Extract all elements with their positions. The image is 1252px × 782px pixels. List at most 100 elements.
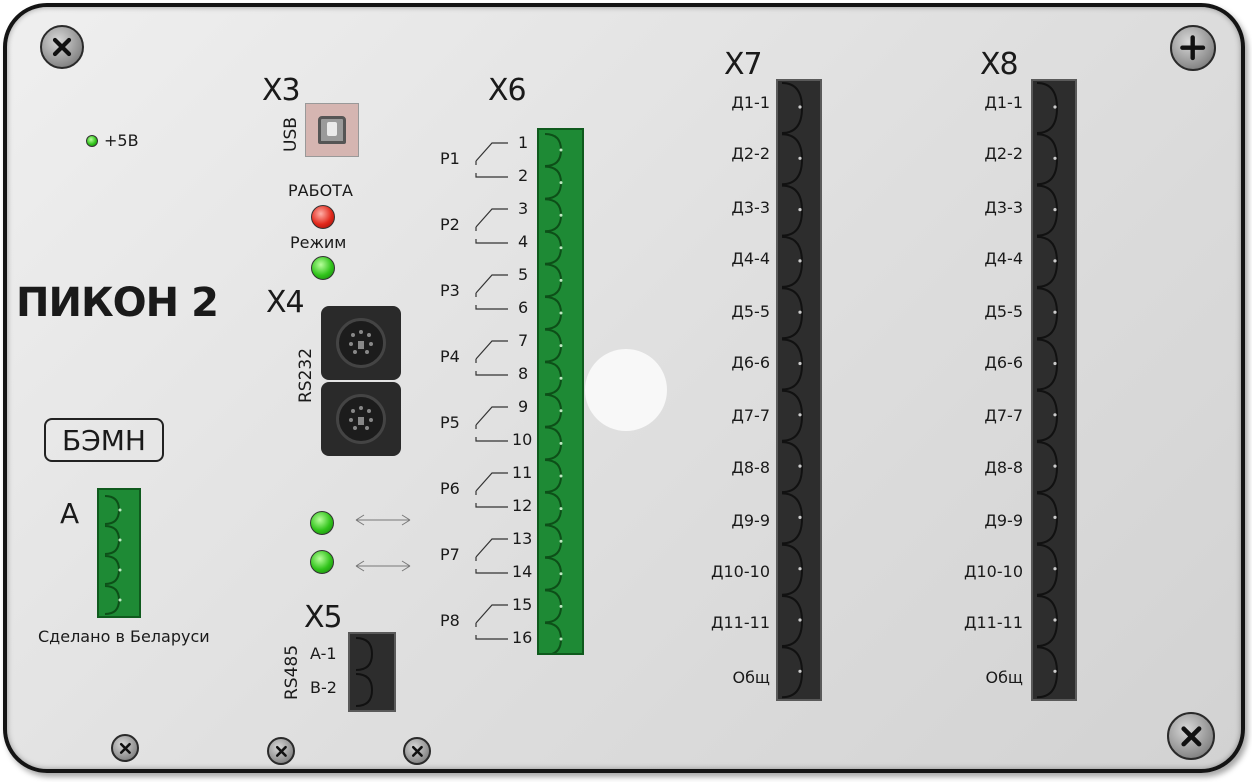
terminal-screw [559, 376, 563, 380]
relay-contact-icon [475, 604, 508, 640]
terminal-screw [559, 213, 563, 217]
terminal-screw [798, 156, 802, 160]
terminal-screw [1053, 413, 1057, 417]
terminal-slot [544, 524, 563, 559]
input-label: Д11-11 [711, 613, 770, 632]
rs232-port-1[interactable] [321, 306, 401, 380]
input-label: Д3-3 [984, 198, 1023, 217]
terminal-screw [1053, 567, 1057, 571]
terminal-slot [781, 184, 804, 237]
relay-pin-label: 15 [512, 595, 533, 614]
maker-label: БЭМН [62, 423, 146, 457]
relay-contact-icon [475, 142, 508, 178]
terminal-slot [544, 165, 563, 200]
relay-pin-label: 4 [518, 232, 529, 251]
input-label: Д2-2 [984, 144, 1023, 163]
input-label: Д5-5 [731, 302, 770, 321]
screw-top-right-icon [1170, 25, 1216, 71]
input-label: Общ [732, 668, 770, 687]
terminal-screw [559, 441, 563, 445]
input-label: Д11-11 [964, 613, 1023, 632]
relay-pin-label: 8 [518, 364, 529, 383]
relay-pin-label: 10 [512, 430, 533, 449]
relay-pin-label: 11 [512, 463, 533, 482]
terminal-screw [1053, 515, 1057, 519]
screw-bottom-right-icon [1167, 712, 1215, 760]
input-label: Д10-10 [964, 562, 1023, 581]
terminal-slot [781, 82, 804, 134]
terminal-screw [798, 361, 802, 366]
x5-pin-a: A-1 [310, 644, 337, 663]
terminal-screw [1053, 259, 1057, 263]
x7-terminal[interactable] [776, 79, 822, 701]
rs232-label: RS232 [296, 347, 316, 403]
terminal-screw [798, 310, 802, 314]
terminal-slot [1036, 184, 1059, 237]
input-label: Общ [985, 668, 1023, 687]
relay-contact-icon [475, 340, 508, 376]
screw-bottom-3-icon [403, 737, 431, 765]
x8-terminal[interactable] [1031, 79, 1077, 701]
input-label: Д8-8 [731, 458, 770, 477]
terminal-screw [1053, 310, 1057, 314]
terminal-screw [559, 148, 563, 152]
relay-pin-label: 12 [512, 496, 533, 515]
mini-din-socket-icon [336, 394, 386, 444]
rs485-label: RS485 [282, 644, 302, 700]
x5-pin-b: B-2 [310, 678, 337, 697]
relay-pin-label: 5 [518, 265, 529, 284]
work-led-label: РАБОТА [288, 181, 353, 200]
x3-label: X3 [262, 73, 301, 108]
connector-a-terminal[interactable] [97, 488, 141, 618]
bidirectional-arrow-icon [355, 560, 411, 572]
terminal-screw [798, 669, 802, 673]
terminal-screw [559, 181, 563, 185]
rs232-port-2[interactable] [321, 382, 401, 456]
relay-contact-icon [475, 274, 508, 310]
terminal-slot [781, 389, 804, 442]
terminal-screw [798, 567, 802, 571]
input-label: Д3-3 [731, 198, 770, 217]
terminal-screw [559, 311, 563, 315]
screw-bottom-1-icon [111, 734, 139, 762]
usb-port[interactable] [305, 103, 359, 157]
input-label: Д9-9 [731, 511, 770, 530]
terminal-slot [544, 328, 563, 363]
terminal-slot [544, 589, 563, 624]
model-title: ПИКОН 2 [16, 280, 219, 326]
x5-label: X5 [304, 600, 343, 635]
terminal-slot [544, 198, 563, 233]
terminal-slot [1036, 492, 1059, 545]
usb-socket-icon [318, 116, 346, 144]
relay-pin-label: 9 [518, 397, 529, 416]
input-label: Д1-1 [731, 93, 770, 112]
relay-pin-label: 14 [512, 562, 533, 581]
terminal-slot [781, 133, 804, 186]
x5-terminal[interactable] [348, 632, 396, 712]
terminal-screw [1053, 105, 1057, 109]
terminal-screw [798, 515, 802, 519]
terminal-screw [559, 409, 563, 413]
terminal-slot [781, 492, 804, 545]
input-label: Д1-1 [984, 93, 1023, 112]
maker-badge: БЭМН [44, 418, 164, 462]
relay-pin-label: 6 [518, 298, 529, 317]
terminal-screw [1053, 208, 1057, 212]
terminal-screw [559, 572, 563, 576]
relay-pin-label: 16 [512, 628, 533, 647]
x8-label: X8 [980, 47, 1019, 82]
mounting-hole [585, 349, 667, 431]
terminal-slot [544, 296, 563, 330]
relay-pin-label: 2 [518, 166, 529, 185]
input-label: Д4-4 [984, 249, 1023, 268]
terminal-slot [781, 595, 804, 647]
relay-contact-icon [475, 472, 508, 508]
terminal-slot [1036, 235, 1059, 288]
terminal-slot [781, 235, 804, 288]
x6-terminal[interactable] [537, 128, 584, 655]
input-label: Д6-6 [984, 353, 1023, 372]
mode-led-label: Режим [290, 233, 347, 252]
connector-a-label: A [60, 497, 80, 530]
terminal-slot [1036, 646, 1059, 699]
input-label: Д8-8 [984, 458, 1023, 477]
